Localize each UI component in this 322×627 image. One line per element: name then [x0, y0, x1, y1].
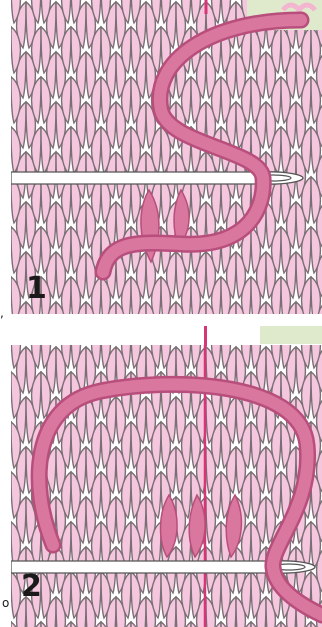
edge-mark: , — [0, 306, 4, 320]
step-1-panel — [11, 0, 322, 314]
step-number-2: 2 — [21, 572, 42, 602]
step-number-1: 1 — [26, 274, 47, 304]
corner-tint-connector — [260, 326, 322, 344]
step-2-panel — [11, 345, 322, 627]
edge-mark: o — [2, 596, 9, 610]
guide-line-connector — [204, 326, 207, 346]
step-2-illustration — [11, 345, 322, 627]
knit-stitch-grid — [11, 0, 322, 314]
step-1-illustration — [11, 0, 322, 314]
